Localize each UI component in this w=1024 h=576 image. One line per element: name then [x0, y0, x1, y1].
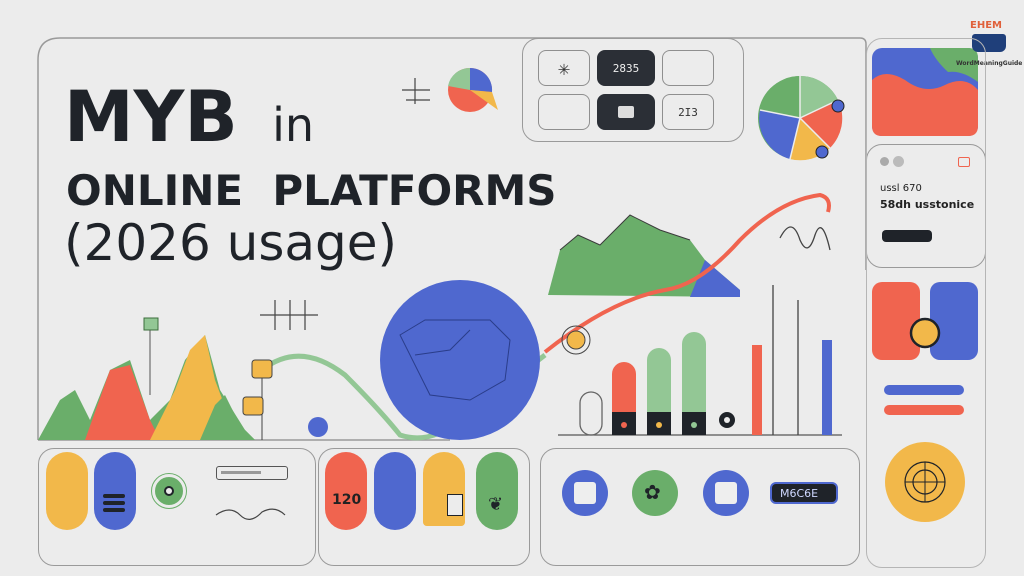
crosshair-icon	[885, 442, 965, 522]
logo-mark: EHEM	[970, 20, 1002, 31]
logo-brand: WordMeaningGuide	[956, 60, 1023, 67]
tag-label: M6C6E	[780, 487, 819, 500]
mini-pie-chart	[448, 67, 498, 112]
bottom-panel-middle	[318, 448, 530, 566]
bar-4	[752, 345, 762, 435]
grid-cell-empty-2[interactable]	[538, 94, 590, 130]
grid-cell-empty[interactable]	[662, 50, 714, 86]
asterisk-icon: ✳	[557, 56, 571, 80]
tag-button[interactable]: M6C6E	[770, 482, 838, 504]
input-bar[interactable]	[216, 466, 288, 480]
bottom-panel-right	[540, 448, 860, 566]
leaf-icon[interactable]: ❦	[488, 494, 504, 515]
pill-green[interactable]	[476, 452, 518, 530]
target-icon[interactable]	[151, 473, 187, 509]
bottom-panel-left	[38, 448, 316, 566]
right-panel	[866, 38, 986, 568]
pill-yellow[interactable]	[46, 452, 88, 530]
trend-line	[543, 192, 831, 354]
card-toggle[interactable]	[882, 230, 932, 242]
card-line-1: ussl 670	[880, 183, 922, 194]
bar-3	[682, 332, 706, 435]
status-dot-2	[893, 156, 904, 167]
toggle-icon	[618, 106, 634, 118]
status-dot	[880, 157, 889, 166]
title-in: in	[272, 98, 315, 152]
pie-chart	[758, 75, 845, 161]
chart-marker	[143, 317, 159, 331]
document-icon[interactable]	[447, 494, 463, 516]
card-badge	[958, 157, 970, 167]
grid-widget	[522, 38, 744, 142]
blue-globe	[380, 280, 540, 440]
bar-5	[822, 340, 832, 435]
pill-blue[interactable]	[94, 452, 136, 530]
title-line-3: (2026 usage)	[64, 214, 398, 272]
grid-cell-value-b[interactable]: 2I3	[662, 94, 714, 130]
title-acronym: MYB	[64, 76, 238, 158]
hamburger-icon[interactable]	[103, 494, 125, 514]
image-icon[interactable]	[562, 470, 608, 516]
frame-icon[interactable]	[703, 470, 749, 516]
page-title: MYB in	[64, 82, 314, 152]
pill-blue-2[interactable]	[374, 452, 416, 530]
grid-cell-toggle[interactable]	[597, 94, 655, 130]
grid-cell-asterisk[interactable]: ✳	[538, 50, 590, 86]
gear-icon[interactable]: ✿	[632, 470, 678, 516]
counter-value: 120	[332, 492, 362, 508]
counter-pill[interactable]	[325, 452, 367, 530]
grid-cell-value-a[interactable]: 2835	[597, 50, 655, 86]
card-line-2: 58dh usstonice	[880, 198, 975, 211]
title-line-2: ONLINE PLATFORMS	[66, 166, 557, 215]
